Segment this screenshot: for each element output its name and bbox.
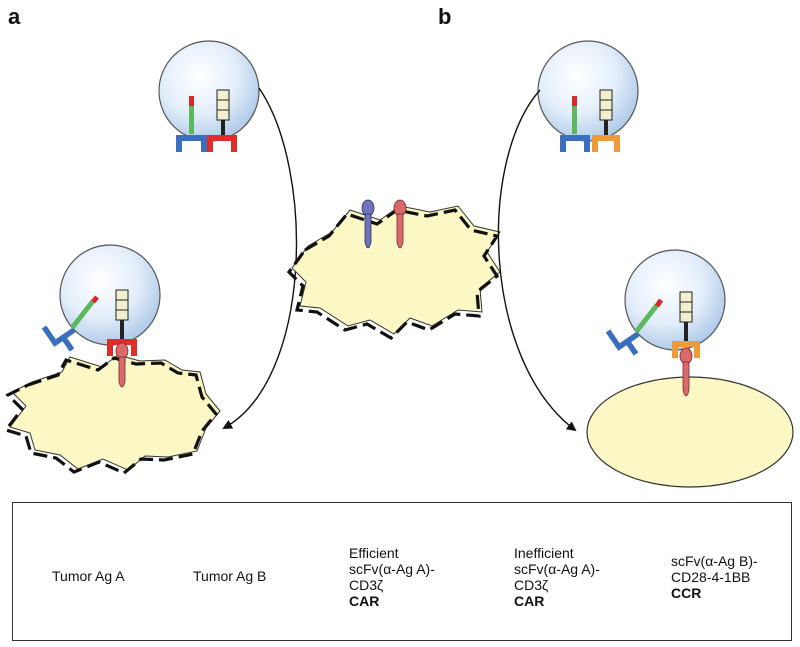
efficient-car-receptor	[107, 289, 137, 356]
ccr-receptor	[605, 298, 664, 356]
tumor-antigen-a	[115, 342, 129, 388]
legend-label-efficient-car: Efficient scFv(α-Ag A)- CD3ζ CAR	[349, 545, 435, 609]
legend-line: scFv(α-Ag A)-	[349, 561, 435, 577]
legend-line: scFv(α-Ag A)-	[514, 561, 600, 577]
legend-line: scFv(α-Ag B)-	[671, 553, 758, 569]
efficient-car-receptor	[207, 89, 237, 152]
tumor-antigen-a	[393, 199, 407, 249]
t-cell-a-bottom	[41, 244, 161, 356]
legend-line: CD28-4-1BB	[671, 569, 751, 585]
t-cell-b-bottom	[605, 249, 726, 358]
tumor-antigen-a	[679, 347, 693, 397]
legend-label-tumor-ag-a: Tumor Ag A	[52, 568, 125, 584]
tumor-cell-b	[586, 376, 794, 488]
legend-box	[12, 502, 792, 641]
legend-line-bold: CAR	[514, 593, 545, 609]
legend-label-ccr: scFv(α-Ag B)- CD28-4-1BB CCR	[671, 553, 758, 601]
tumor-cell-a	[3, 354, 221, 475]
ccr-receptor	[176, 96, 207, 152]
arrow-b	[497, 89, 577, 432]
tumor-antigen-b	[361, 199, 375, 249]
legend-line: Inefficient	[514, 545, 574, 561]
ccr-receptor	[560, 96, 590, 152]
t-cell-a-top	[158, 40, 260, 152]
t-cell-b-top	[537, 40, 639, 152]
legend-line-bold: CCR	[671, 585, 702, 601]
legend-line: CD3ζ	[349, 577, 384, 593]
legend-label-tumor-ag-b: Tumor Ag B	[193, 568, 267, 584]
legend-label-inefficient-car: Inefficient scFv(α-Ag A)- CD3ζ CAR	[514, 545, 600, 609]
legend-line: CD3ζ	[514, 577, 549, 593]
inefficient-car-receptor	[672, 291, 700, 358]
legend-line: Efficient	[349, 545, 399, 561]
ccr-receptor	[41, 295, 99, 352]
panel-label-a: a	[8, 4, 21, 29]
panel-label-b: b	[438, 4, 452, 29]
inefficient-car-receptor	[592, 89, 620, 152]
legend-line-bold: CAR	[349, 593, 380, 609]
tumor-cell-center	[286, 205, 501, 341]
